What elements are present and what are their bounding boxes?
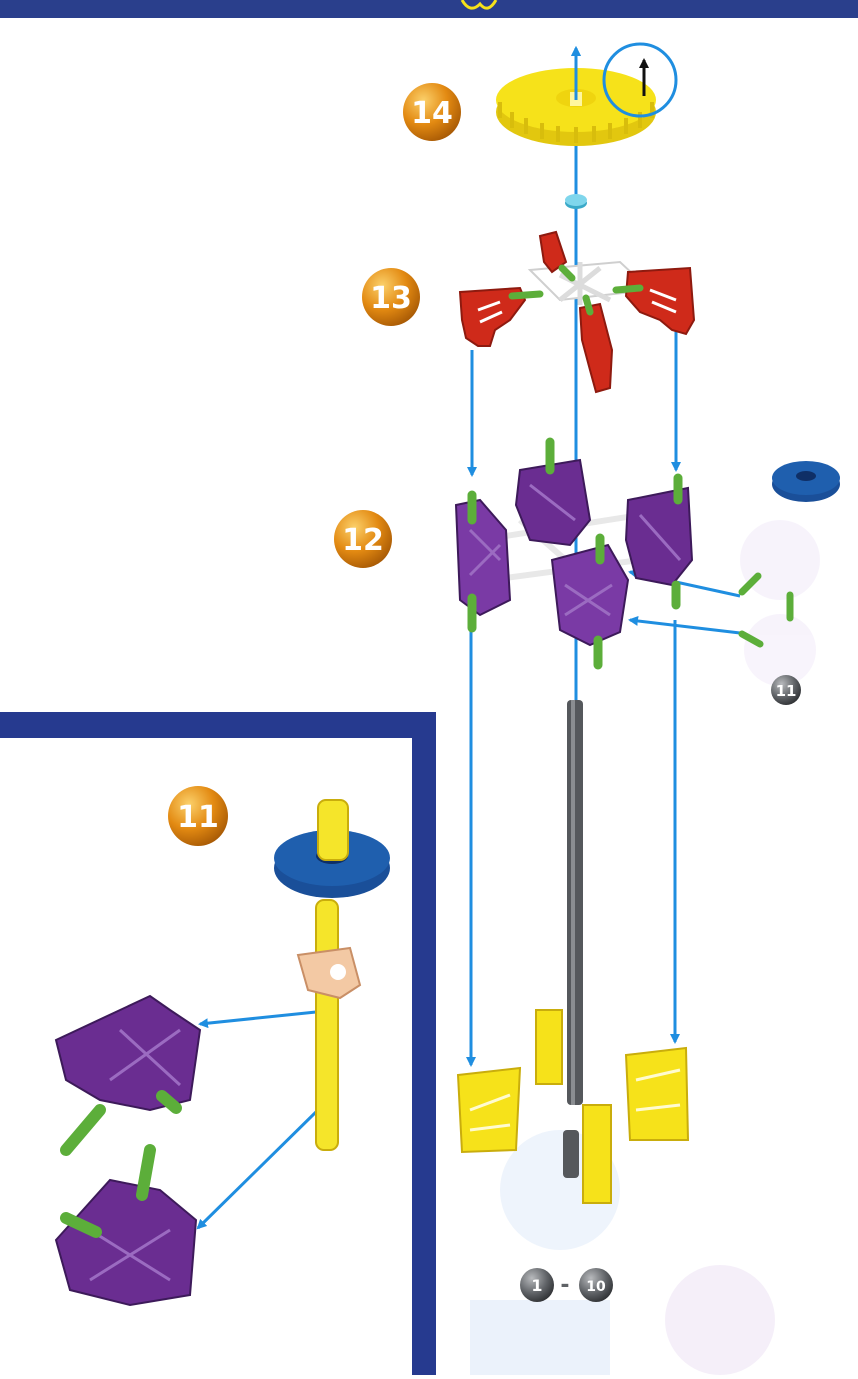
purple-connector-cage [456, 442, 692, 665]
range-separator: - [560, 1273, 569, 1298]
top-banner [0, 0, 858, 18]
steps-1-10-reference: 1 - 10 [520, 1268, 613, 1302]
step-11-reference-badge: 11 [771, 675, 801, 705]
step-13-number: 13 [370, 281, 412, 316]
inset-tan-clip [298, 948, 360, 998]
step-12-number: 12 [342, 523, 384, 558]
cyan-spacer [565, 194, 587, 209]
step-11-inset-number: 11 [177, 800, 219, 835]
range-start-number: 1 [531, 1276, 542, 1295]
step-14-number: 14 [411, 96, 453, 131]
gray-rod [563, 700, 583, 1178]
range-end-number: 10 [586, 1279, 606, 1295]
step-12-badge: 12 [334, 510, 392, 568]
step-13-badge: 13 [362, 268, 420, 326]
step-11-inset-badge: 11 [168, 786, 228, 846]
step-14-badge: 14 [403, 83, 461, 141]
step-11-reference-number: 11 [776, 682, 797, 700]
background-faint-parts [470, 520, 820, 1375]
blue-gear-small [772, 461, 840, 502]
